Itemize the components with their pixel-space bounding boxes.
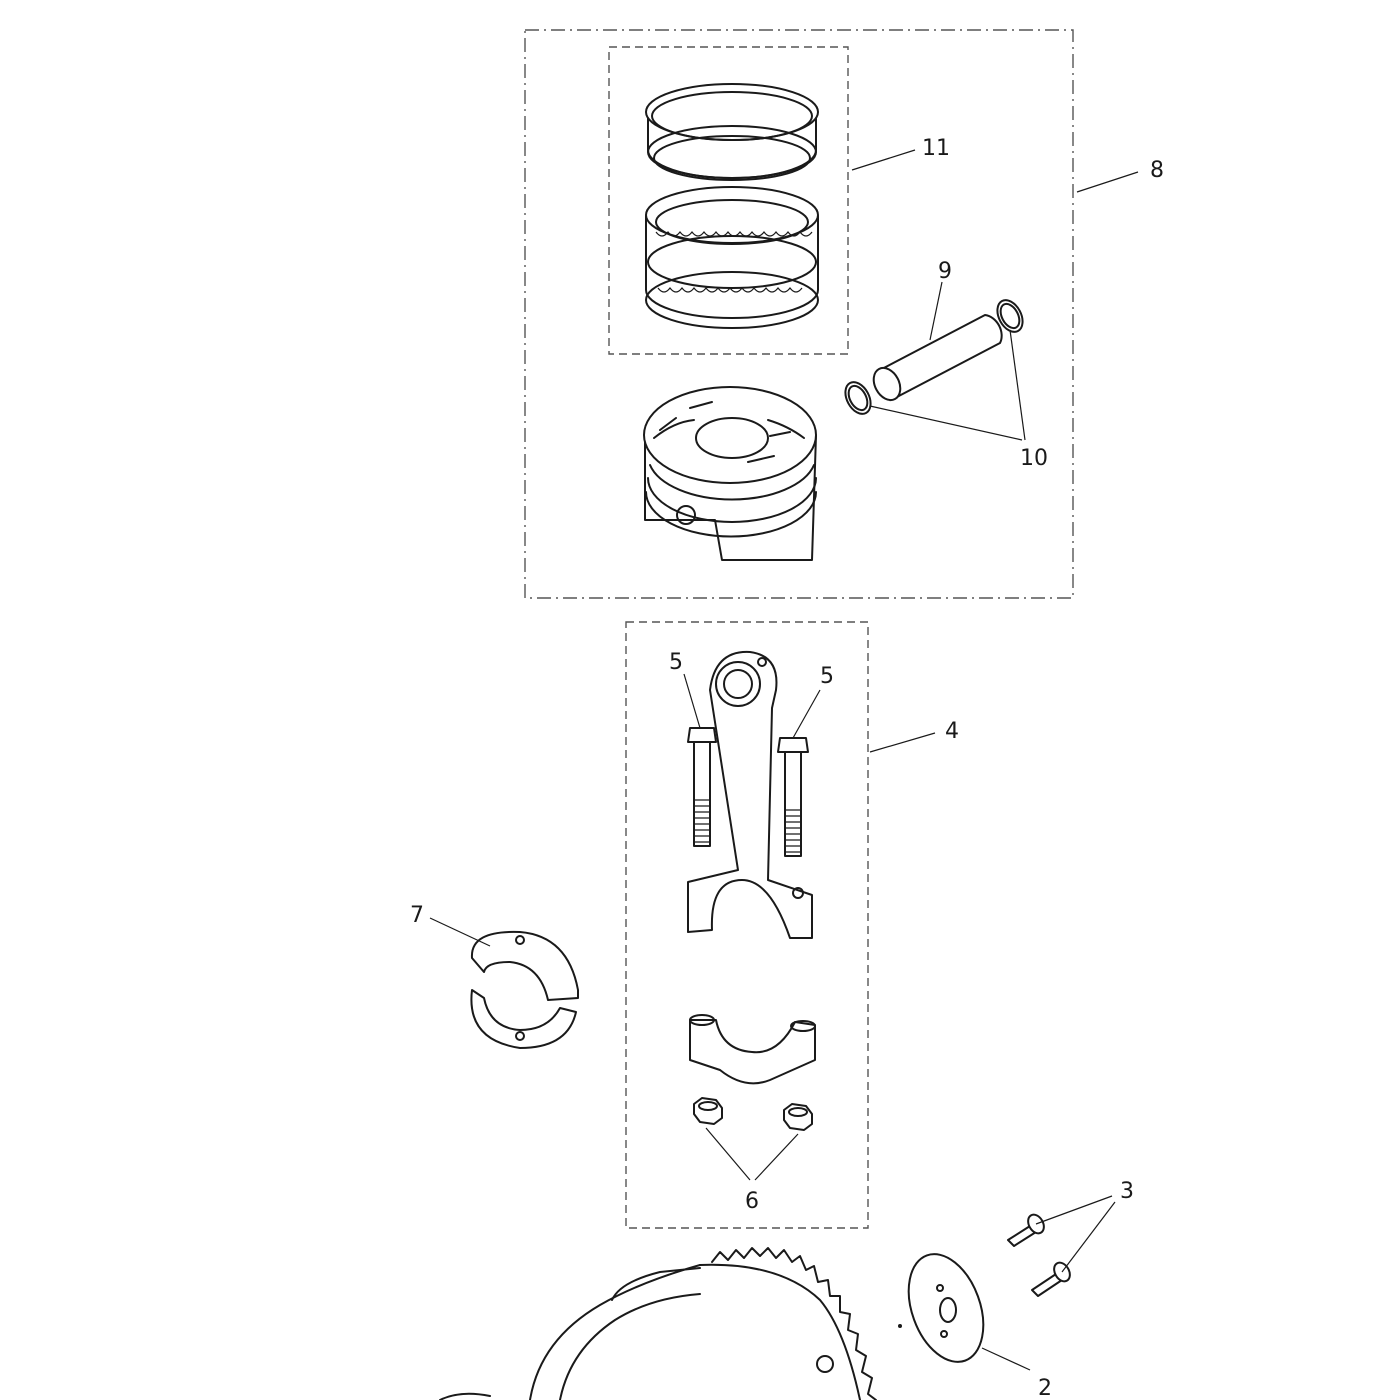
- piston: [643, 386, 817, 561]
- connecting-rod: [687, 650, 813, 939]
- circlips: [844, 299, 1024, 415]
- callout-5-left: 5: [669, 650, 683, 675]
- leader-lines: [429, 149, 1139, 1371]
- big-end-bearing-shell: [470, 930, 579, 1049]
- callout-5-right: 5: [820, 664, 834, 689]
- piston-ring-set: [645, 83, 819, 329]
- thrust-washer-plate: [907, 1253, 985, 1363]
- piston-ring-set-group-box: [608, 46, 849, 355]
- piston-assembly-group-box: [524, 29, 1074, 599]
- callout-3: 3: [1120, 1179, 1134, 1204]
- connecting-rod-cap: [689, 1014, 816, 1085]
- connecting-rod-group-box: [625, 621, 869, 1229]
- callout-2: 2: [1038, 1376, 1052, 1400]
- callout-10: 10: [1020, 446, 1048, 471]
- callout-7: 7: [410, 903, 424, 928]
- connecting-rod-nuts: [693, 1097, 813, 1131]
- callout-9: 9: [938, 259, 952, 284]
- callout-11: 11: [922, 136, 950, 161]
- crankshaft-with-gear: [439, 1247, 902, 1400]
- connecting-rod-bolts: [687, 727, 809, 857]
- callout-labels: 11 8 9 10 5 5 4 7 6 3 2: [410, 136, 1164, 1400]
- callout-8: 8: [1150, 158, 1164, 183]
- callout-4: 4: [945, 719, 959, 744]
- gudgeon-pin: [872, 314, 1003, 402]
- callout-6: 6: [745, 1189, 759, 1214]
- washer-screws: [1007, 1213, 1071, 1297]
